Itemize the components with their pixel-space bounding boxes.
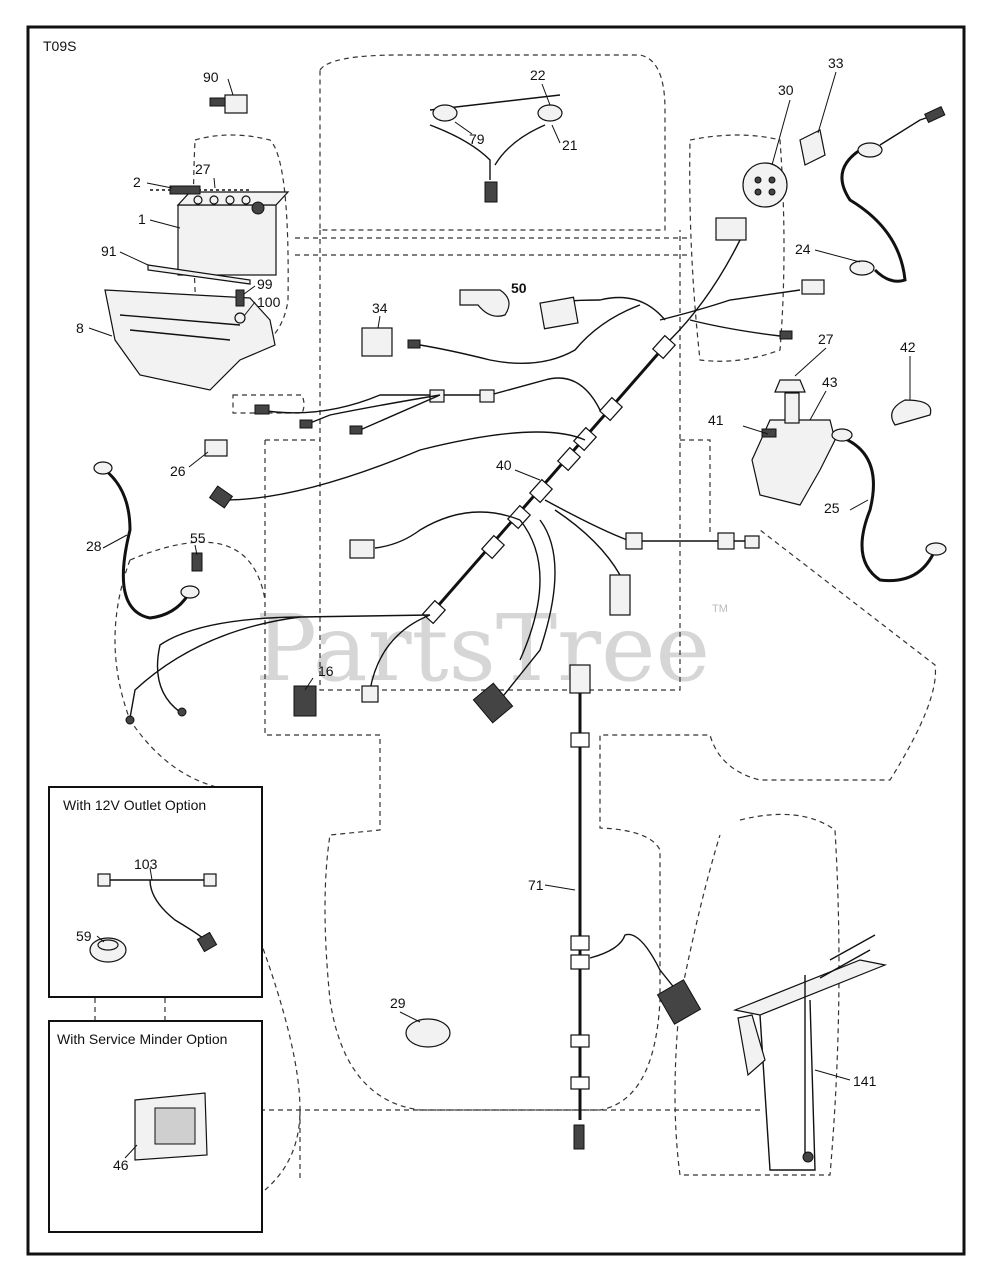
seat-switch — [405, 1018, 451, 1048]
callout-27-battery: 27 — [195, 161, 211, 177]
leader-lines — [88, 71, 911, 1159]
callout-42: 42 — [900, 339, 916, 355]
inset-12v-outlet — [48, 786, 263, 998]
callout-33: 33 — [828, 55, 844, 71]
diagram-frame — [26, 25, 966, 1256]
callout-59: 59 — [76, 928, 92, 944]
main-wiring-harness — [125, 217, 825, 725]
callout-1: 1 — [138, 211, 146, 227]
callout-21: 21 — [562, 137, 578, 153]
callout-100: 100 — [257, 294, 281, 310]
inset-12v-title: With 12V Outlet Option — [63, 797, 206, 813]
callout-91: 91 — [101, 243, 117, 259]
inset-service-minder — [48, 1020, 263, 1233]
callout-71: 71 — [528, 877, 544, 893]
callout-25: 25 — [824, 500, 840, 516]
callout-103: 103 — [134, 856, 158, 872]
callout-55: 55 — [190, 530, 206, 546]
callout-24: 24 — [795, 241, 811, 257]
right-parts — [742, 106, 947, 583]
callout-79: 79 — [469, 131, 485, 147]
tractor-outline — [94, 54, 937, 1191]
callout-41: 41 — [708, 412, 724, 428]
callout-99: 99 — [257, 276, 273, 292]
inset-service-title: With Service Minder Option — [57, 1031, 227, 1047]
callout-8: 8 — [76, 320, 84, 336]
callout-28: 28 — [86, 538, 102, 554]
bracket-141 — [732, 934, 888, 1171]
harness-71 — [569, 664, 702, 1150]
watermark: PartsTree — [255, 595, 710, 702]
headlight-assembly — [429, 94, 563, 203]
watermark-tm: TM — [712, 603, 728, 615]
callout-43: 43 — [822, 374, 838, 390]
callout-90: 90 — [203, 69, 219, 85]
callout-22: 22 — [530, 67, 546, 83]
callout-50: 50 — [511, 280, 527, 296]
battery-assembly — [104, 94, 290, 391]
callout-27-solenoid: 27 — [818, 331, 834, 347]
callout-30: 30 — [778, 82, 794, 98]
callout-29: 29 — [390, 995, 406, 1011]
callout-26: 26 — [170, 463, 186, 479]
callout-141: 141 — [853, 1073, 877, 1089]
callout-40: 40 — [496, 457, 512, 473]
callout-2: 2 — [133, 174, 141, 190]
callout-34: 34 — [372, 300, 388, 316]
callout-16: 16 — [318, 663, 334, 679]
diagram-code: T09S — [43, 38, 76, 54]
callout-46: 46 — [113, 1157, 129, 1173]
